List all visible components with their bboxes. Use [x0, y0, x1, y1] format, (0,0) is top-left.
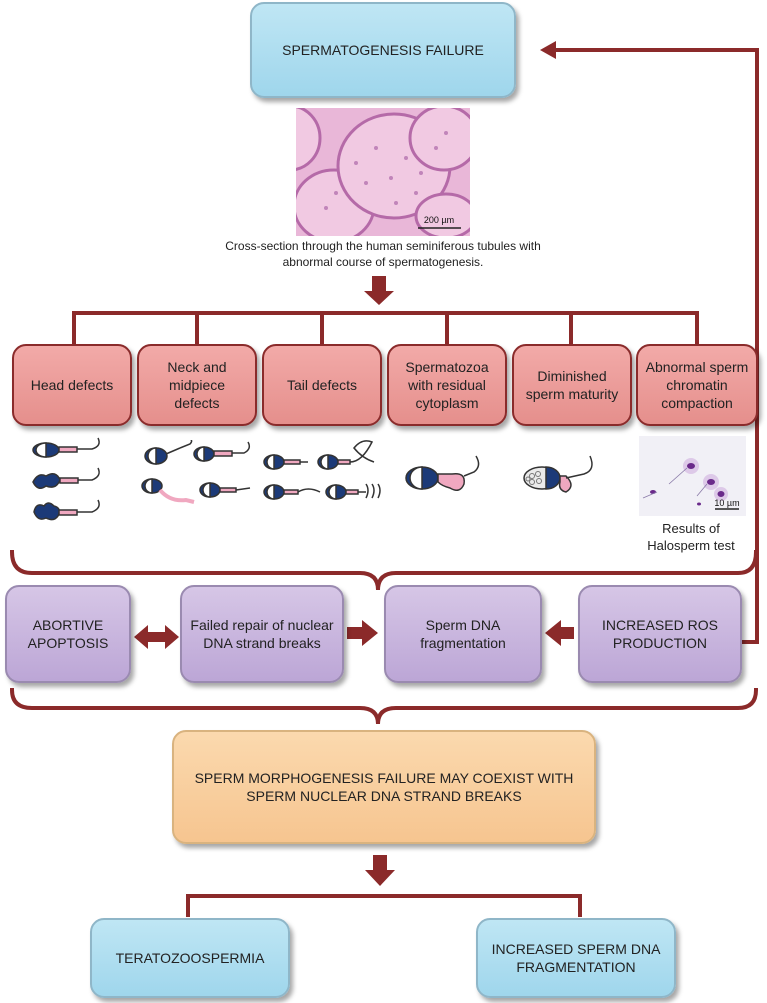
feedback-line [553, 48, 759, 644]
teratozoospermia-box: TERATOZOOSPERMIA [90, 918, 290, 998]
defects-bracket-top [72, 311, 699, 346]
diminished-maturity-label: Diminished sperm maturity [525, 367, 619, 402]
diminished-maturity-box: Diminished sperm maturity [512, 344, 632, 426]
halosperm-image: 10 µm [639, 436, 746, 516]
tail-defects-box: Tail defects [262, 344, 382, 426]
sperm-dna-fragmentation-label: Sperm DNA fragmentation [420, 616, 506, 651]
sperm-dna-fragmentation-box: Sperm DNA fragmentation [384, 585, 542, 683]
increased-ros-box: INCREASED ROS PRODUCTION [578, 585, 742, 683]
chromatin-compaction-box: Abnormal sperm chromatin compaction [636, 344, 758, 426]
increased-ros-label: INCREASED ROS PRODUCTION [602, 616, 718, 651]
spermatogenesis-failure-label: SPERMATOGENESIS FAILURE [282, 41, 484, 58]
defects-bracket-bottom [9, 549, 759, 591]
down-arrow-1 [364, 276, 394, 305]
chromatin-compaction-label: Abnormal sperm chromatin compaction [645, 358, 749, 412]
teratozoospermia-label: TERATOZOOSPERMIA [115, 949, 265, 966]
outcome-fork [186, 894, 582, 917]
summary-box: SPERM MORPHOGENESIS FAILURE MAY COEXIST … [172, 730, 596, 844]
neck-midpiece-defects-label: Neck and midpiece defects [167, 358, 227, 412]
increased-dna-fragmentation-box: INCREASED SPERM DNA FRAGMENTATION [476, 918, 676, 998]
halosperm-scale-bar: 10 µm [714, 498, 739, 508]
seminiferous-tubules-image: 200 µm [296, 108, 470, 236]
head-defects-box: Head defects [12, 344, 132, 426]
residual-cytoplasm-sperm-icon [405, 455, 480, 491]
histology-scale-bar: 200 µm [424, 215, 454, 225]
histology-caption: Cross-section through the human seminife… [225, 239, 541, 269]
residual-cytoplasm-label: Spermatozoa with residual cytoplasm [405, 358, 489, 412]
spermatogenesis-failure-box: SPERMATOGENESIS FAILURE [250, 2, 516, 98]
head-defects-label: Head defects [30, 376, 114, 393]
tail-defect-sperm-icons [263, 440, 381, 500]
increased-dna-fragmentation-label: INCREASED SPERM DNA FRAGMENTATION [491, 940, 661, 975]
immature-sperm-icon [523, 455, 593, 493]
neck-midpiece-defects-box: Neck and midpiece defects [137, 344, 257, 426]
summary-label: SPERM MORPHOGENESIS FAILURE MAY COEXIST … [194, 769, 574, 804]
abortive-apoptosis-label: ABORTIVE APOPTOSIS [27, 616, 109, 651]
residual-cytoplasm-box: Spermatozoa with residual cytoplasm [387, 344, 507, 426]
halosperm-caption: Results of Halosperm test [647, 521, 735, 553]
arrow-to-fragmentation-left [347, 620, 378, 646]
neck-midpiece-sperm-icons [141, 440, 251, 504]
middle-bracket [9, 687, 759, 725]
down-arrow-2 [365, 855, 395, 886]
abortive-apoptosis-box: ABORTIVE APOPTOSIS [5, 585, 131, 683]
failed-repair-box: Failed repair of nuclear DNA strand brea… [180, 585, 344, 683]
tail-defects-label: Tail defects [286, 376, 358, 393]
arrow-to-fragmentation-right [545, 620, 574, 646]
failed-repair-label: Failed repair of nuclear DNA strand brea… [190, 616, 334, 651]
head-defect-sperm-icons [32, 437, 100, 521]
feedback-arrowhead [540, 41, 556, 59]
double-arrow [134, 625, 179, 649]
